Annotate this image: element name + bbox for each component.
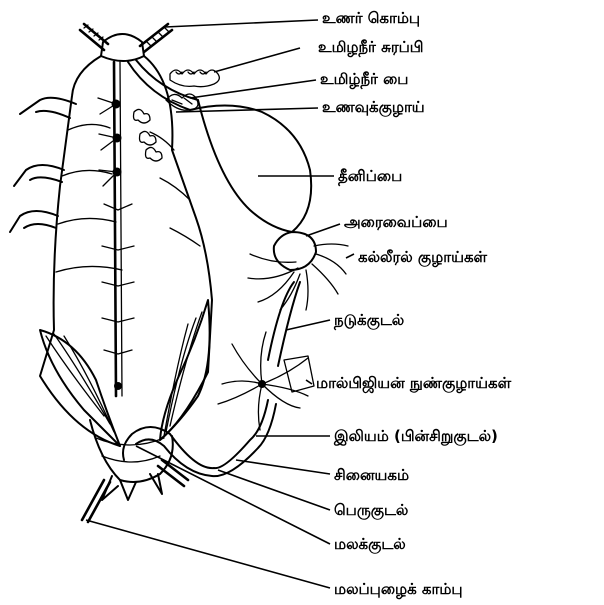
antennae — [80, 24, 172, 52]
malpighian-tubules — [218, 332, 314, 430]
label-colon: சினையகம் — [334, 466, 409, 484]
label-hepatic-caeca: கல்லீரல் குழாய்கள் — [358, 248, 488, 267]
nerve-cord — [98, 62, 134, 396]
label-malpighian-tubules: மால்பிஜியன் நுண்குழாய்கள் — [316, 374, 512, 393]
esophagus-tube — [128, 60, 198, 110]
label-rectum: பெருகுடல் — [334, 501, 408, 520]
label-anal-cerci: மலப்புழைக் காம்பு — [334, 580, 463, 599]
label-midgut: நடுக்குடல் — [333, 311, 404, 330]
label-anal-canal: மலக்குடல் — [334, 535, 406, 554]
labels: உணர் கொம்பு உமிழநீர் சுரப்பி உமிழ்நீர் ப… — [316, 9, 512, 599]
legs — [10, 98, 76, 232]
salivary-gland — [170, 70, 219, 87]
label-salivary-gland: உமிழநீர் சுரப்பி — [318, 38, 424, 57]
hepatic-caeca — [248, 244, 348, 310]
abdominal-fans — [40, 300, 210, 446]
anal-cerci — [82, 460, 188, 522]
label-ileum: இலியம் (பின்சிறுகுடல்) — [333, 427, 498, 446]
body-segments — [56, 124, 200, 272]
label-salivary-reservoir: உமிழ்நீர் பை — [320, 70, 408, 89]
crop-sac — [190, 100, 311, 232]
head-outline — [101, 34, 144, 61]
label-antenna: உணர் கொம்பு — [322, 9, 420, 27]
label-crop: தீனிப்பை — [338, 167, 402, 186]
gizzard-outline — [274, 232, 316, 270]
ileum-tube — [123, 400, 268, 468]
label-esophagus: உணவுக்குழாய் — [322, 98, 425, 117]
label-gizzard: அரைவைப்பை — [344, 213, 448, 231]
